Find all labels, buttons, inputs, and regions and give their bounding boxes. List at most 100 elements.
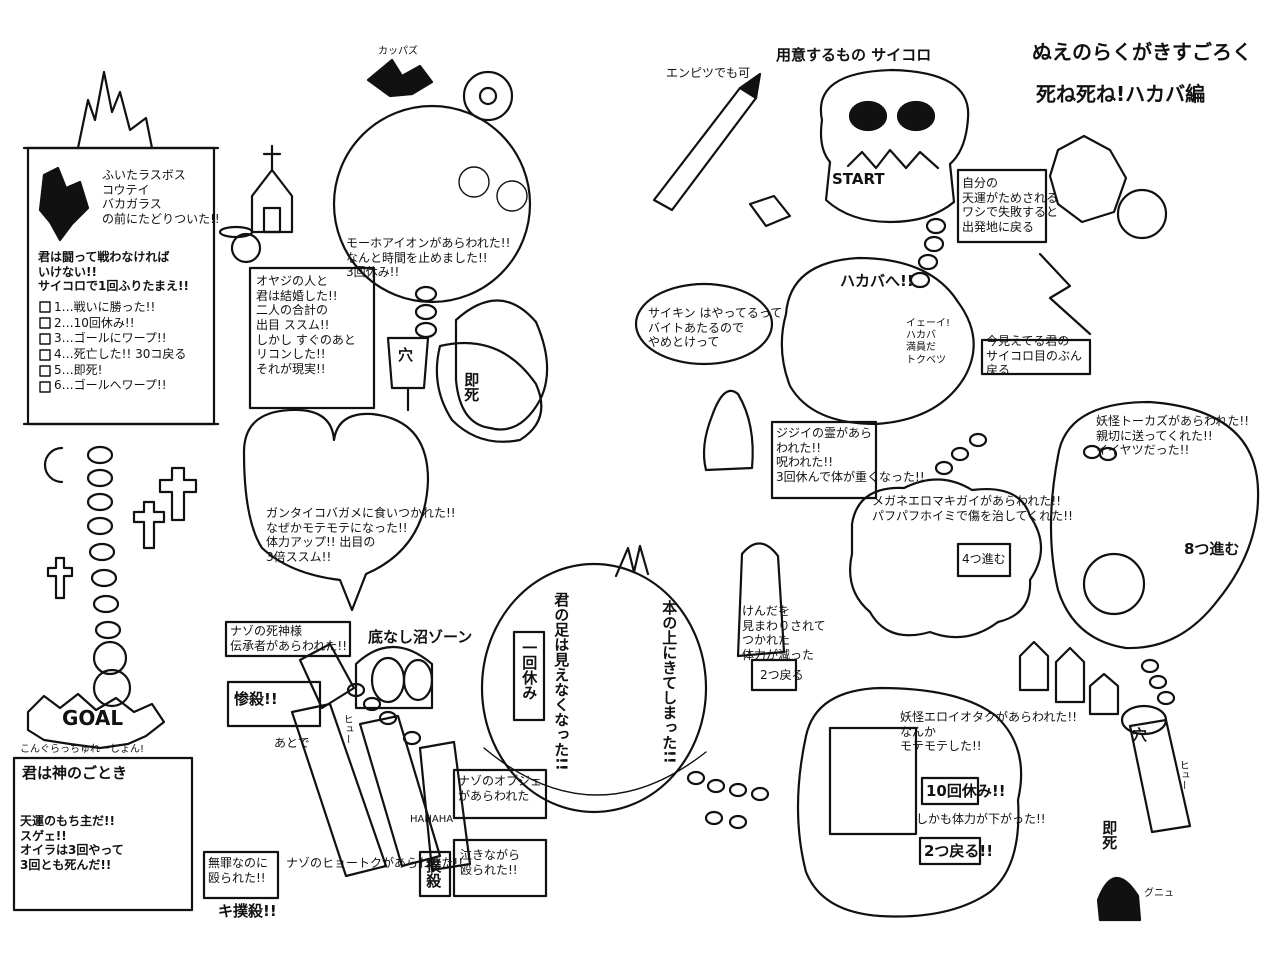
sfx-hyu2: ヒュー bbox=[1177, 760, 1189, 790]
jijii-text: ジジイの霊があら われた!! 呪われた!! 3回休んで体が重くなった!! bbox=[776, 426, 925, 484]
futa-text: ふいたラスボス コウテイ バカガラス の前にたどりついた!! bbox=[102, 168, 220, 226]
megane-cloud bbox=[849, 478, 1042, 639]
sfx-haha: HAHAHA bbox=[410, 814, 454, 825]
mo-ai-bubble bbox=[332, 104, 532, 304]
ikkai-yasumi: 一回休み bbox=[520, 640, 539, 700]
title-line-1: ぬえのらくがきすごろく bbox=[1032, 40, 1252, 64]
futa-rule: 5…即死! bbox=[54, 362, 103, 377]
goal-board bbox=[12, 756, 194, 912]
futa-rule: 1…戦いに勝った!! bbox=[54, 300, 156, 314]
mo-ai-text: モーホアイオンがあらわれた!! なんと時間を止めました!! 3回休み!! bbox=[346, 236, 511, 280]
pumpkin-icon bbox=[1116, 188, 1168, 240]
gantai-text: ガンタイコバガメに食いつかれた!! なぜかモテモテになった!! 体力アップ!! … bbox=[266, 506, 456, 564]
goal-ono: こんぐらっちゅれーしょん! bbox=[20, 744, 145, 755]
ato-text: あとで bbox=[274, 736, 310, 750]
kimi-no-ashi: 君の足は見えなくなった!! bbox=[552, 592, 571, 771]
ana-left: 穴 bbox=[398, 346, 414, 364]
youkai-erotaku-cloud bbox=[796, 686, 1023, 918]
two-back-b: 2つ戻る!! bbox=[924, 842, 994, 860]
bokusatsu-box bbox=[418, 850, 452, 898]
futa-rule: 2…10回休み!! bbox=[54, 315, 135, 330]
sokushi-left-bubble bbox=[435, 341, 543, 443]
muzai-text: 無罪なのに 殴られた!! bbox=[208, 856, 269, 885]
hakaba-sub: イェーイ! ハカバ 満員だ トクベツ bbox=[906, 318, 951, 366]
goal-label: GOAL bbox=[62, 706, 124, 730]
gear-icon bbox=[462, 70, 514, 122]
erotaku-poster bbox=[828, 726, 918, 836]
nazo-ghost: 自分の 天運がためされる ワシで失敗すると 出発地に戻る bbox=[962, 176, 1059, 234]
kaku-satsu: 惨殺!! bbox=[234, 690, 278, 708]
nazo-shinigami: ナゾの死神様 伝承者があらわれた!! bbox=[230, 624, 348, 653]
two-back-b-box bbox=[918, 836, 982, 866]
two-back-a-box bbox=[750, 658, 798, 692]
chapel-icon bbox=[250, 168, 294, 234]
castle-icon bbox=[76, 70, 154, 150]
futa-rule: 4…死亡した!! 30コ戻る bbox=[54, 346, 187, 361]
prep-label: 用意するもの サイコロ bbox=[776, 46, 932, 64]
pencil-icon bbox=[652, 86, 758, 212]
saikin-text: サイキン はやってるって バイトあたるので やめとけって bbox=[648, 306, 783, 350]
ten-rest-box bbox=[920, 776, 980, 806]
ojisan-box bbox=[248, 266, 376, 410]
skull-chain-left bbox=[86, 445, 132, 708]
moon-icon bbox=[43, 446, 64, 484]
goal-body: 天運のもち主だ!! スゲェ!! オイラは3回やって 3回とも死んだ!! bbox=[20, 814, 124, 872]
stamina-down: しかも体力が下がった!! bbox=[916, 812, 1046, 826]
ana-left-square bbox=[386, 336, 430, 390]
nazo-hyotoko: ナゾのヒョートクがあらわれた!! bbox=[286, 856, 464, 870]
dice-icon bbox=[748, 194, 792, 228]
futa-rules: 1…戦いに勝った!! 2…10回休み!! 3…ゴールにワープ!! 4…死亡した!… bbox=[54, 300, 186, 393]
nazo-ghost-box bbox=[956, 168, 1048, 244]
ten-rest: 10回休み!! bbox=[926, 782, 1006, 800]
shinigami-box bbox=[224, 620, 352, 658]
skull-chain-right bbox=[909, 217, 947, 289]
sfx-katsu: カッパズ bbox=[378, 46, 418, 57]
gantai-heart bbox=[242, 408, 430, 612]
dice-back: 今見えてる君の サイコロ目のぶん 戻る bbox=[986, 334, 1083, 378]
hakaba-bubble bbox=[780, 256, 975, 426]
nazo-tops: ナゾのオブジェ があらわれた bbox=[458, 774, 543, 803]
youkai-tokazu-bubble bbox=[1049, 400, 1260, 650]
sokushi-left: 即死 bbox=[462, 372, 481, 402]
jijii-box bbox=[770, 420, 878, 500]
sfx-gun: グニュ bbox=[1144, 888, 1174, 899]
futa-rule: 3…ゴールにワープ!! bbox=[54, 331, 167, 346]
futa-red: 君は闘って戦わなければ いけない!! サイコロで1回ふりたまえ!! bbox=[38, 250, 189, 294]
four-advance-box bbox=[956, 542, 1012, 578]
globe-ball bbox=[480, 562, 708, 814]
youkai-tokazu: 妖怪トーカズがあらわれた!! 親切に送ってくれた!! イイヤツだった!! bbox=[1096, 414, 1250, 458]
muzai-box bbox=[202, 850, 280, 900]
naki-box bbox=[452, 838, 548, 898]
ojisan-text: オヤジの人と 君は結婚した!! 二人の合計の 出目 ススム!! しかし すぐのあ… bbox=[256, 274, 356, 376]
start-skull bbox=[819, 68, 970, 224]
ikkai-yasumi-box bbox=[512, 630, 546, 722]
futa-rule: 6…ゴールへワープ!! bbox=[54, 378, 167, 393]
two-back-a: 2つ戻る bbox=[760, 668, 804, 682]
goal-headline: 君は神のごとき bbox=[22, 764, 128, 782]
bat-icon bbox=[366, 58, 434, 98]
kisatsu: キ撲殺!! bbox=[218, 902, 277, 920]
youkai-erotaku: 妖怪エロイオタクがあらわれた!! なんか モテモテした!! bbox=[900, 710, 1078, 754]
soko-nashi: 底なし沼ゾーン bbox=[368, 628, 473, 646]
nazo-box bbox=[452, 768, 548, 820]
saikin-bubble bbox=[634, 282, 774, 366]
crow-boss-icon bbox=[38, 166, 90, 242]
cross-icon bbox=[132, 500, 166, 550]
bokusatsu: 撲殺 bbox=[424, 858, 443, 888]
devil-icon bbox=[1048, 134, 1128, 224]
megane-text: メガネエロマキガイがあらわれた!! パフパフホイミで傷を治してくれた!! bbox=[872, 494, 1073, 523]
cross-icon bbox=[46, 556, 74, 600]
hon-no-ue: 本の上にきてしまった!! bbox=[660, 600, 679, 764]
cross-icon bbox=[158, 466, 198, 522]
b-advance: 8つ進む bbox=[1184, 540, 1240, 558]
ana-right: 穴 bbox=[1132, 726, 1148, 744]
skull-chain-mid bbox=[414, 285, 438, 339]
dice-back-box bbox=[980, 338, 1092, 376]
title-line-2: 死ね死ね!ハカバ編 bbox=[1036, 82, 1206, 106]
sokushi-right: 即死 bbox=[1100, 820, 1119, 850]
hakaba-text: ハカバへ!! bbox=[840, 272, 914, 290]
kakusatsu-box bbox=[226, 680, 322, 728]
start-label: START bbox=[832, 170, 885, 188]
